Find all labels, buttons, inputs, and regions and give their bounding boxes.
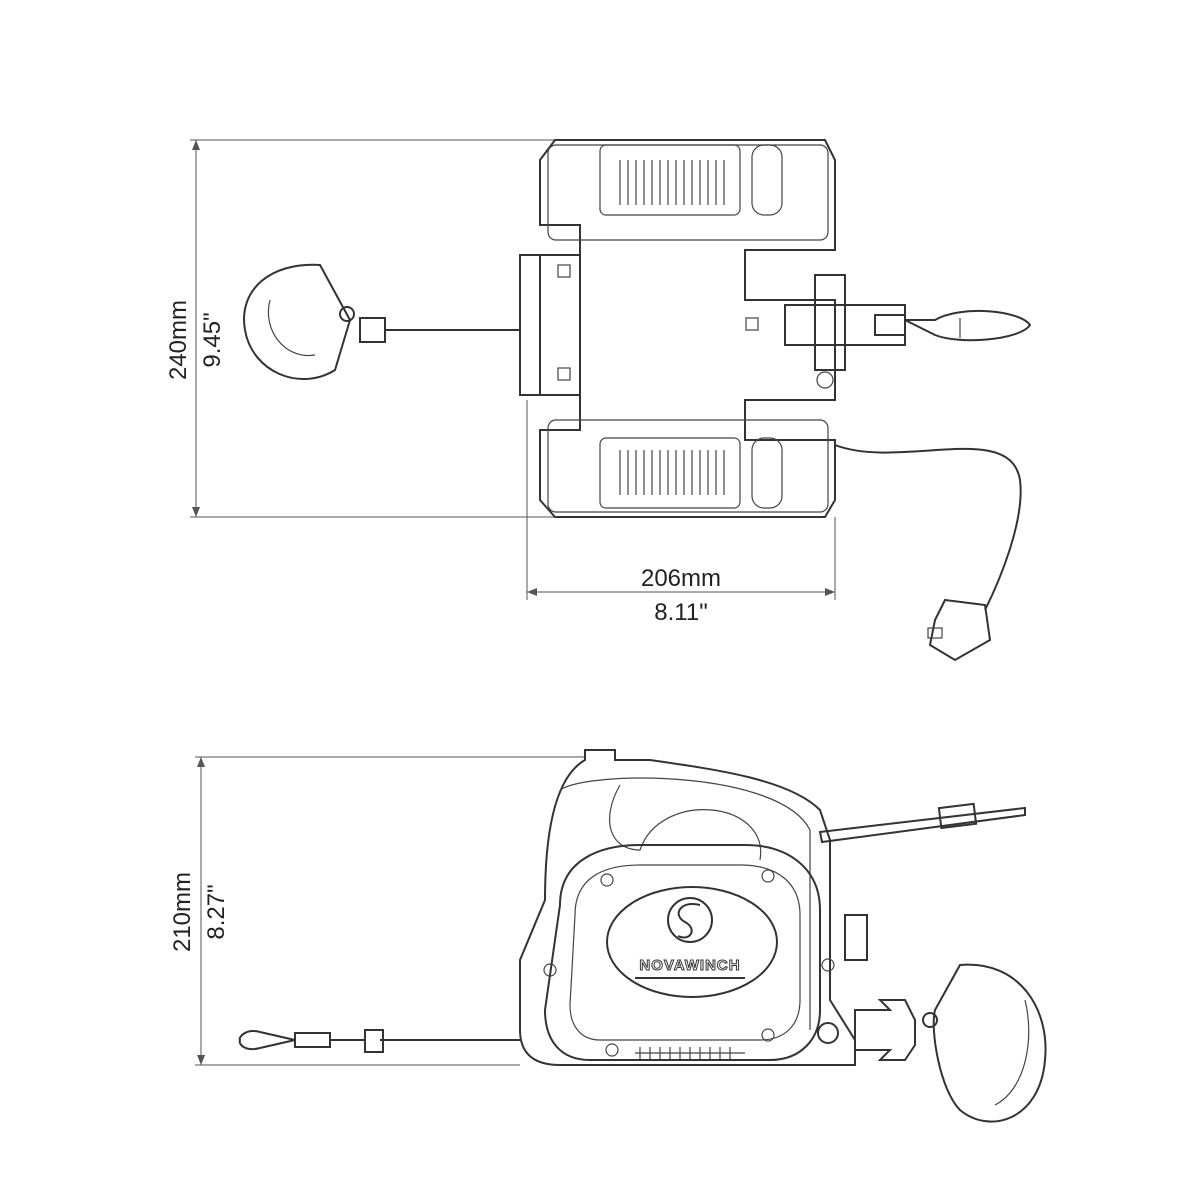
remote-switch-top bbox=[784, 274, 1032, 389]
winch-body-side: NOVAWINCH bbox=[519, 749, 868, 1066]
top-view: 240mm 9.45" 206mm 8.11" bbox=[165, 139, 1032, 662]
hook-top bbox=[243, 263, 520, 380]
brand-logo-text: NOVAWINCH bbox=[639, 957, 740, 974]
winch-body-top bbox=[519, 139, 836, 518]
brand-logo: NOVAWINCH bbox=[606, 886, 778, 998]
strap-side bbox=[818, 802, 1026, 844]
width-in-label: 8.11" bbox=[654, 599, 707, 626]
height-in-label-top: 9.45" bbox=[199, 312, 226, 367]
height-in-label-side: 8.27" bbox=[203, 884, 230, 939]
cable-and-clip-side bbox=[238, 1029, 520, 1053]
width-dimension-top: 206mm 8.11" bbox=[526, 400, 836, 626]
height-mm-label-top: 240mm bbox=[165, 300, 192, 380]
side-view: 210mm 8.27" NOVAWINCH bbox=[169, 749, 1047, 1123]
height-dimension-side: 210mm 8.27" bbox=[169, 756, 585, 1066]
height-dimension-top: 240mm 9.45" bbox=[165, 139, 560, 518]
width-mm-label: 206mm bbox=[641, 565, 721, 592]
height-mm-label-side: 210mm bbox=[169, 872, 196, 952]
power-cord bbox=[834, 444, 1022, 662]
hook-side bbox=[854, 963, 1047, 1123]
